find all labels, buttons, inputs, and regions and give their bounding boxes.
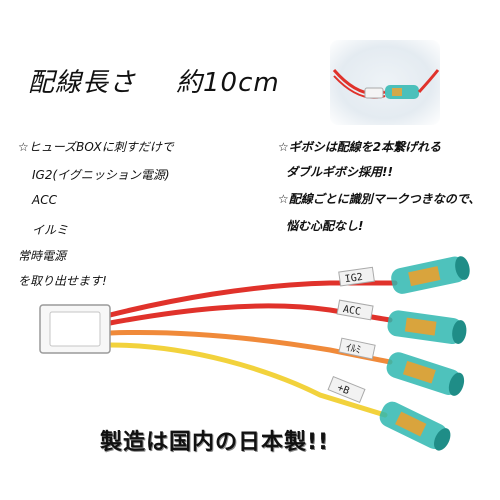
left-note-4: イルミ [32, 223, 69, 237]
wire-yellow [107, 342, 388, 418]
right-note-3: ☆配線ごとに識別マークつきなので、 [278, 192, 481, 206]
title-length: 約10cm [176, 68, 280, 98]
left-note-5: 常時電源 [18, 249, 67, 263]
wire-red-2 [107, 303, 393, 326]
title-heading: 配線長さ [28, 68, 137, 98]
product-title: 配線長さ 約10cm [28, 62, 280, 99]
right-note-2: ダブルギボシ採用!! [286, 165, 393, 179]
label-tags: IG2 ACC ｲﾙﾐ +B [327, 266, 376, 404]
right-note-4: 悩む心配なし! [286, 219, 364, 233]
made-in-japan-caption: 製造は国内の日本製!! [100, 430, 330, 455]
left-note-6: を取り出せます! [18, 274, 107, 288]
wire-label-plus-b: +B [336, 382, 351, 397]
left-note-2: IG2(イグニッション電源) [32, 168, 170, 182]
wire-label-acc: ACC [342, 304, 362, 318]
wire-label-ig2: IG2 [344, 272, 363, 285]
right-note-1: ☆ギボシは配線を2本繋げれる [278, 140, 442, 154]
wire-label-ilumi: ｲﾙﾐ [345, 342, 362, 356]
fuse-plug [39, 304, 111, 354]
left-note-1: ☆ヒューズBOXに刺すだけで [18, 140, 174, 154]
connector-closeup-photo [330, 40, 440, 125]
wire-red-1 [107, 280, 398, 318]
wire-orange [107, 329, 393, 365]
left-note-3: ACC [32, 193, 57, 207]
connectors [379, 256, 470, 451]
